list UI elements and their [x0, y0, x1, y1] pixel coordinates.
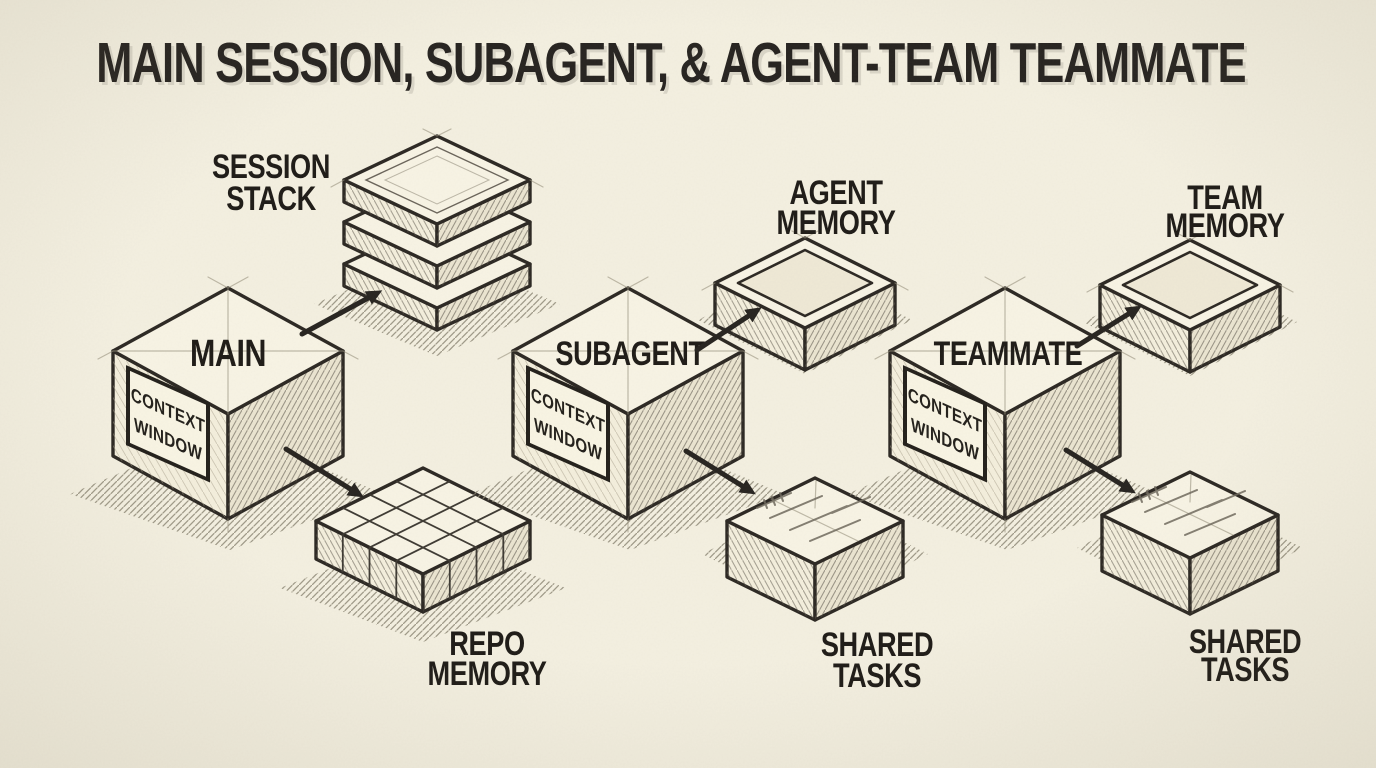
sketch-diagram-page: MAIN SESSION, SUBAGENT, & AGENT-TEAM TEA…	[0, 0, 1376, 768]
paper-grain-overlay	[0, 0, 1376, 768]
diagram-canvas: MAIN SESSION, SUBAGENT, & AGENT-TEAM TEA…	[0, 0, 1376, 768]
